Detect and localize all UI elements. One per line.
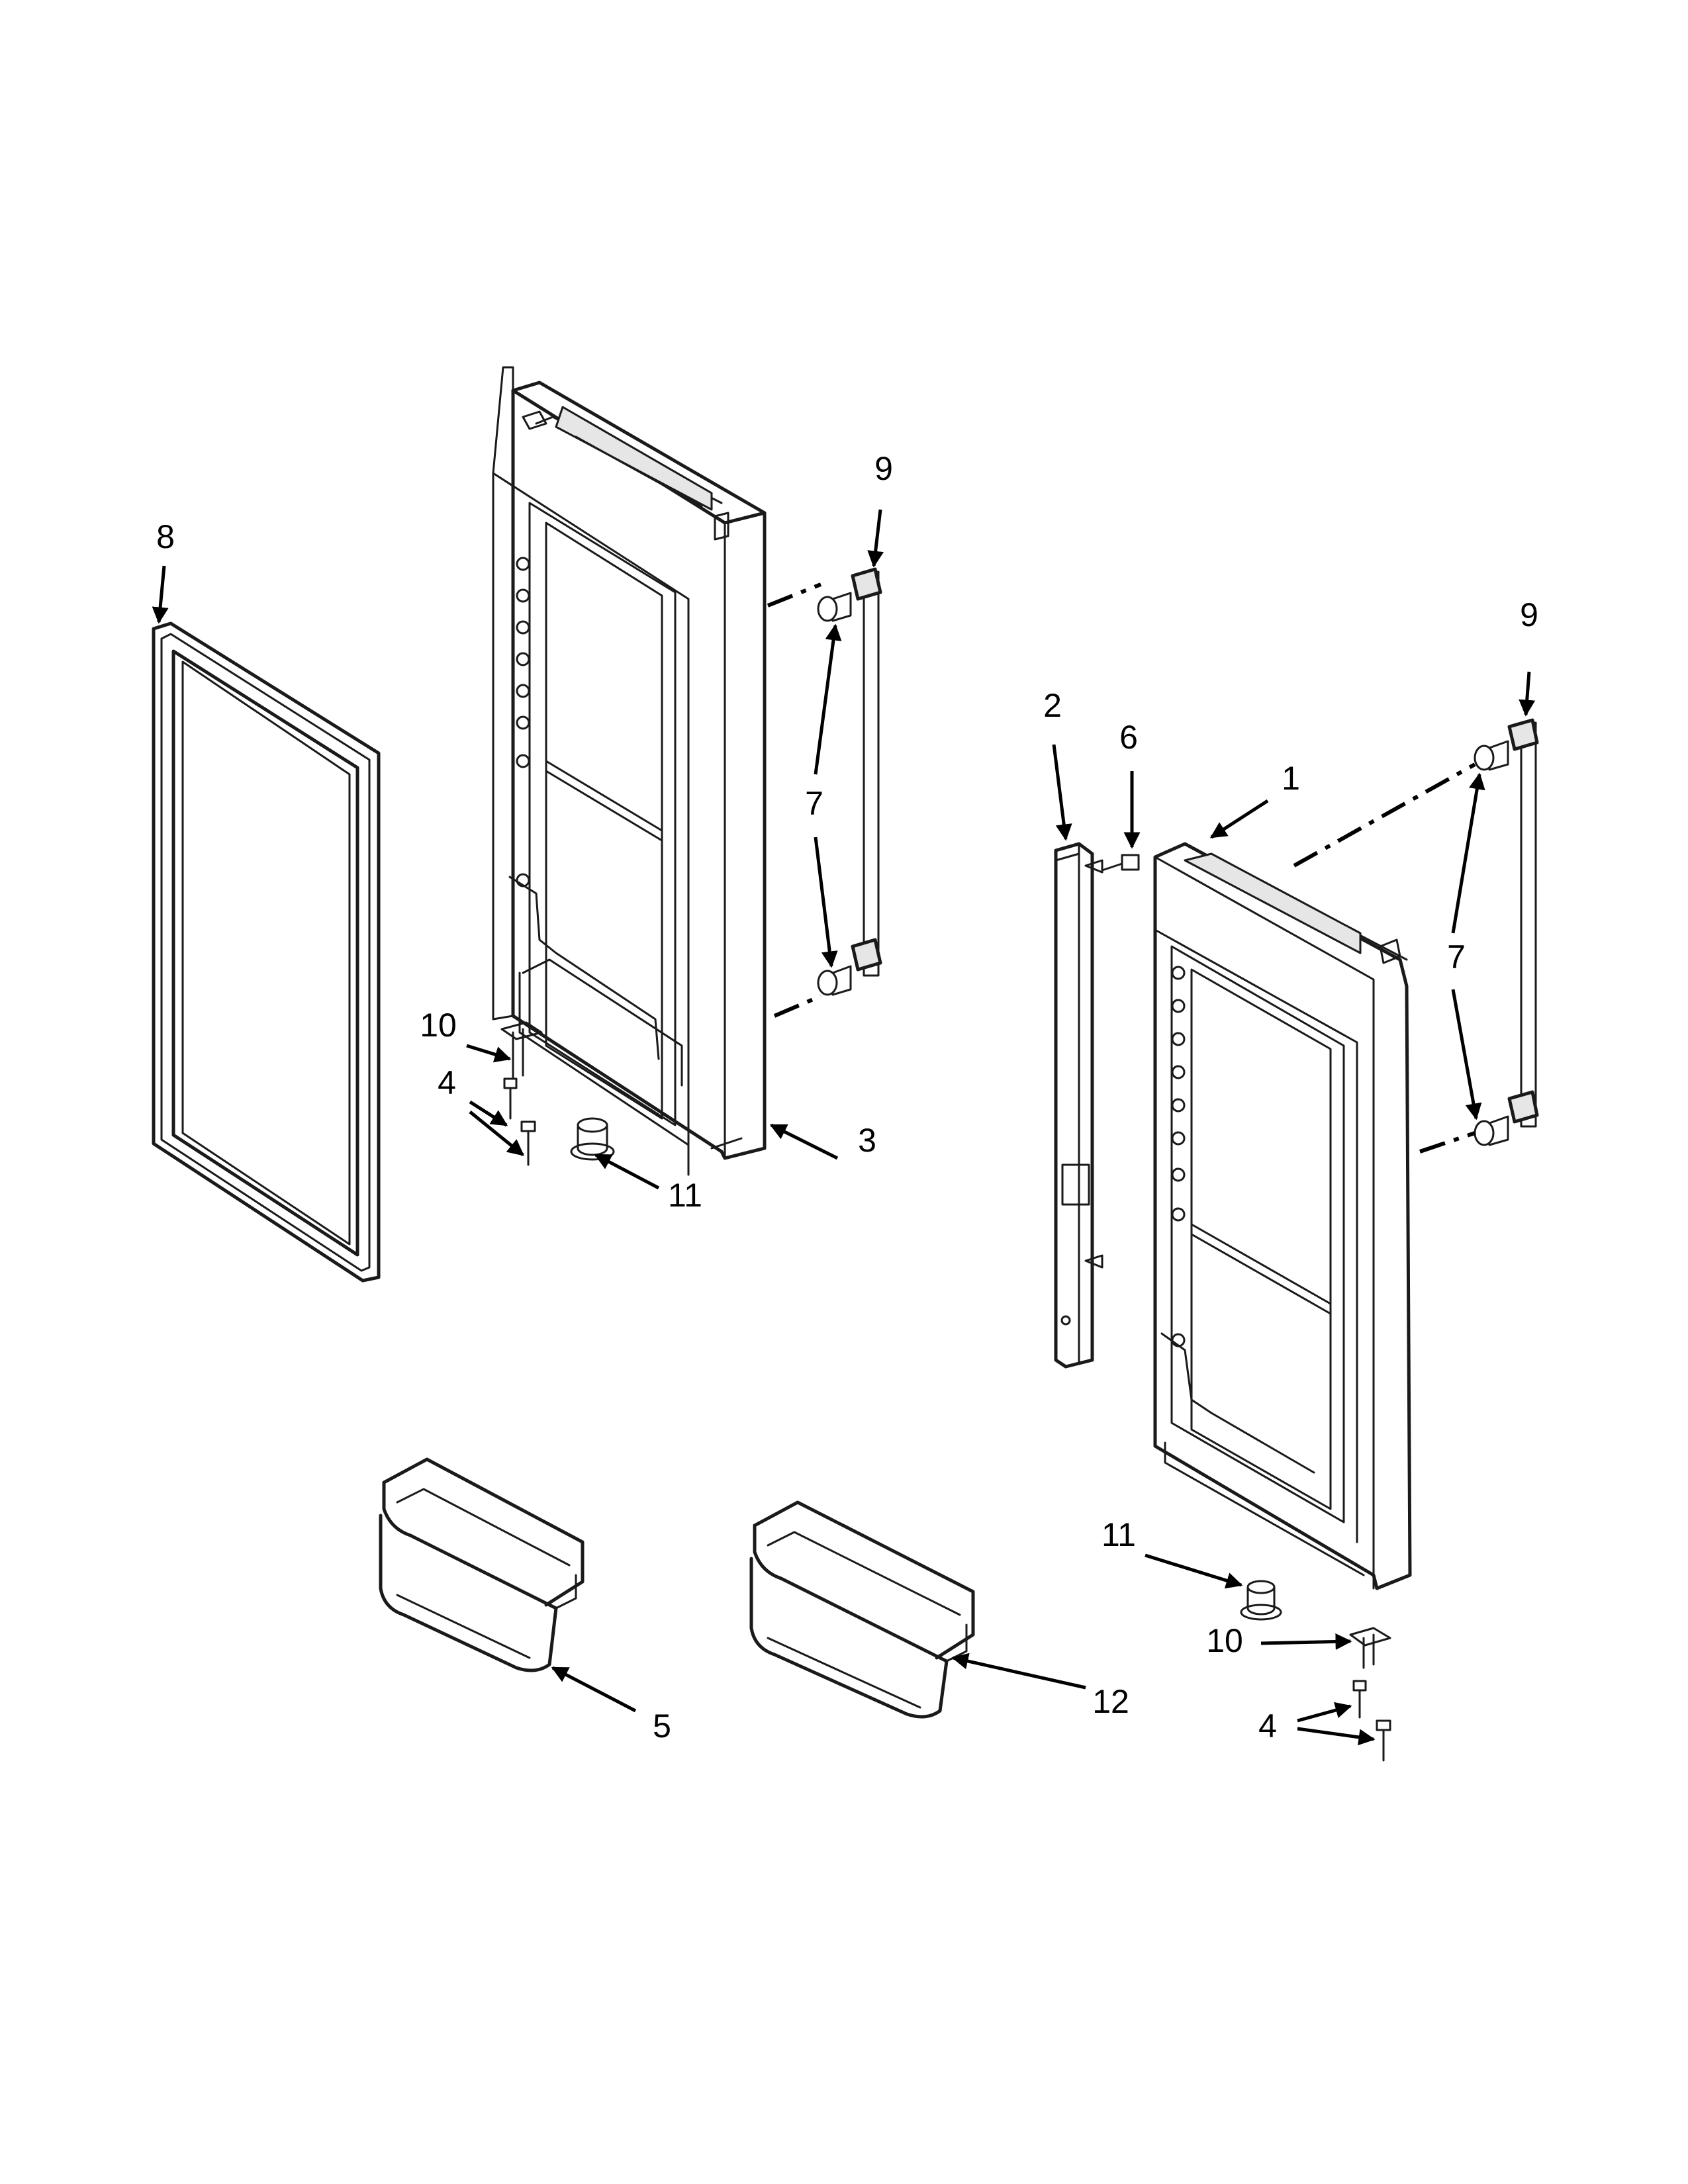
leader-arrows (152, 509, 1536, 1746)
callout-10: 10 (420, 1007, 457, 1044)
door-trim-strip (1054, 842, 1103, 1369)
callout-4: 4 (438, 1064, 456, 1101)
right-door-liner (1153, 842, 1412, 1590)
callout-7: 7 (805, 785, 823, 822)
right-handle-assembly (1474, 718, 1539, 1146)
callout-labels: 8 9 7 10 4 11 3 2 6 1 9 7 11 10 4 5 12 (156, 450, 1538, 1745)
left-door-liner (492, 366, 767, 1176)
door-gasket (152, 621, 381, 1283)
callout-1: 1 (1282, 760, 1300, 797)
right-bottom-hardware (1240, 1580, 1391, 1762)
callout-9: 9 (1520, 596, 1538, 633)
callout-8: 8 (156, 518, 175, 555)
callout-4: 4 (1258, 1707, 1277, 1745)
callout-3: 3 (858, 1122, 876, 1159)
callout-2: 2 (1043, 687, 1062, 724)
callout-5: 5 (653, 1707, 671, 1745)
callout-12: 12 (1092, 1683, 1129, 1720)
left-bottom-hardware (500, 1021, 615, 1166)
callout-11: 11 (1102, 1516, 1136, 1553)
callout-6: 6 (1119, 719, 1138, 756)
left-door-bin (379, 1457, 585, 1672)
callout-9: 9 (874, 450, 893, 487)
callout-10: 10 (1206, 1622, 1243, 1659)
left-handle-assembly (817, 567, 882, 996)
hinge-screw (1101, 854, 1140, 872)
right-door-bin (749, 1500, 975, 1719)
callout-7: 7 (1447, 938, 1466, 976)
alignment-lines (767, 582, 1476, 1154)
callout-11: 11 (668, 1177, 702, 1214)
